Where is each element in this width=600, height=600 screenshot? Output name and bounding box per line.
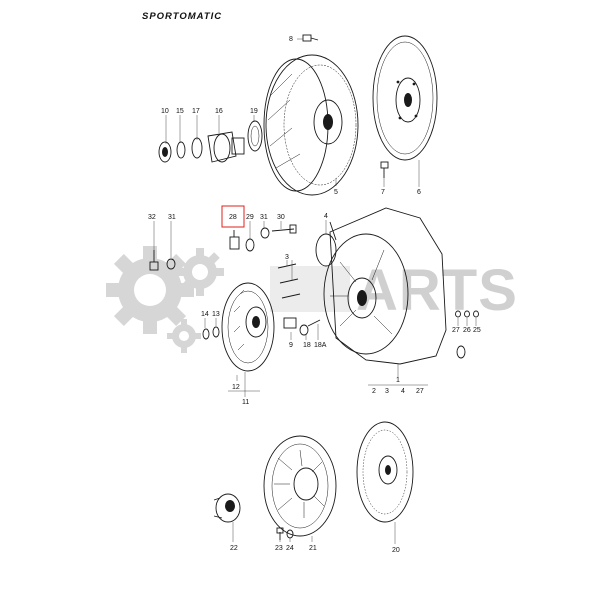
pressure-plate-21	[263, 435, 337, 537]
callout-4: 4	[401, 388, 405, 395]
callout-32: 32	[148, 214, 156, 221]
watermark-block	[270, 266, 350, 312]
callout-12: 12	[232, 384, 240, 391]
callout-27-right: 27	[452, 327, 460, 334]
callout-5: 5	[334, 189, 338, 196]
callout-26: 26	[463, 327, 471, 334]
release-bearing-22	[213, 493, 241, 523]
bolt-8	[302, 34, 319, 42]
callout-2: 2	[372, 388, 376, 395]
ring-13	[212, 326, 220, 338]
torque-converter	[263, 54, 359, 196]
watermark-gear-icon	[106, 246, 224, 353]
pin-30	[271, 224, 297, 234]
callout-29: 29	[246, 214, 254, 221]
callout-19: 19	[250, 108, 258, 115]
flex-plate	[372, 35, 438, 161]
callout-6: 6	[417, 189, 421, 196]
callout-27: 27	[416, 388, 424, 395]
watermark-text: ARTS	[356, 258, 518, 323]
callout-7: 7	[381, 189, 385, 196]
bolt-7	[380, 161, 389, 178]
callout-17: 17	[192, 108, 200, 115]
washer-29	[245, 238, 255, 252]
bolt-18a	[307, 319, 321, 327]
washer-31	[260, 227, 270, 239]
callout-21: 21	[309, 545, 317, 552]
callout-3: 3	[385, 388, 389, 395]
callout-13: 13	[212, 311, 220, 318]
callout-25: 25	[473, 327, 481, 334]
callout-20: 20	[392, 547, 400, 554]
callout-18a: 18A	[314, 342, 327, 349]
part-28-plug	[229, 230, 240, 250]
ring-14	[202, 328, 210, 340]
callout-3-stud: 3	[285, 254, 289, 261]
shaft-9	[283, 317, 297, 329]
callout-14: 14	[201, 311, 209, 318]
seal-stack	[158, 120, 263, 163]
callout-30: 30	[277, 214, 285, 221]
callout-24: 24	[286, 545, 294, 552]
callout-11: 11	[242, 399, 249, 406]
callout-9: 9	[289, 342, 293, 349]
callout-labels: 8 10 15 17 16 19 5 7 6 32 31 28 29 31 30…	[148, 36, 481, 554]
callout-31-left: 31	[168, 214, 176, 221]
bolt-32	[149, 250, 176, 271]
callout-16: 16	[215, 108, 223, 115]
callout-8: 8	[289, 36, 293, 43]
washer-18	[299, 324, 309, 336]
highlight-box	[221, 205, 245, 228]
callout-10: 10	[161, 108, 169, 115]
callout-23: 23	[275, 545, 283, 552]
callout-15: 15	[176, 108, 184, 115]
diagram-title: SPORTOMATIC	[142, 11, 222, 22]
small-parts-25-27	[455, 310, 479, 359]
callout-22: 22	[230, 545, 238, 552]
callout-31-right: 31	[260, 214, 268, 221]
callout-18: 18	[303, 342, 311, 349]
callout-4-top: 4	[324, 213, 328, 220]
clutch-disc-11	[221, 282, 275, 372]
clutch-disc-20	[356, 421, 414, 523]
callout-28: 28	[229, 214, 237, 221]
callout-1: 1	[396, 377, 400, 384]
leader-lines	[153, 38, 477, 544]
